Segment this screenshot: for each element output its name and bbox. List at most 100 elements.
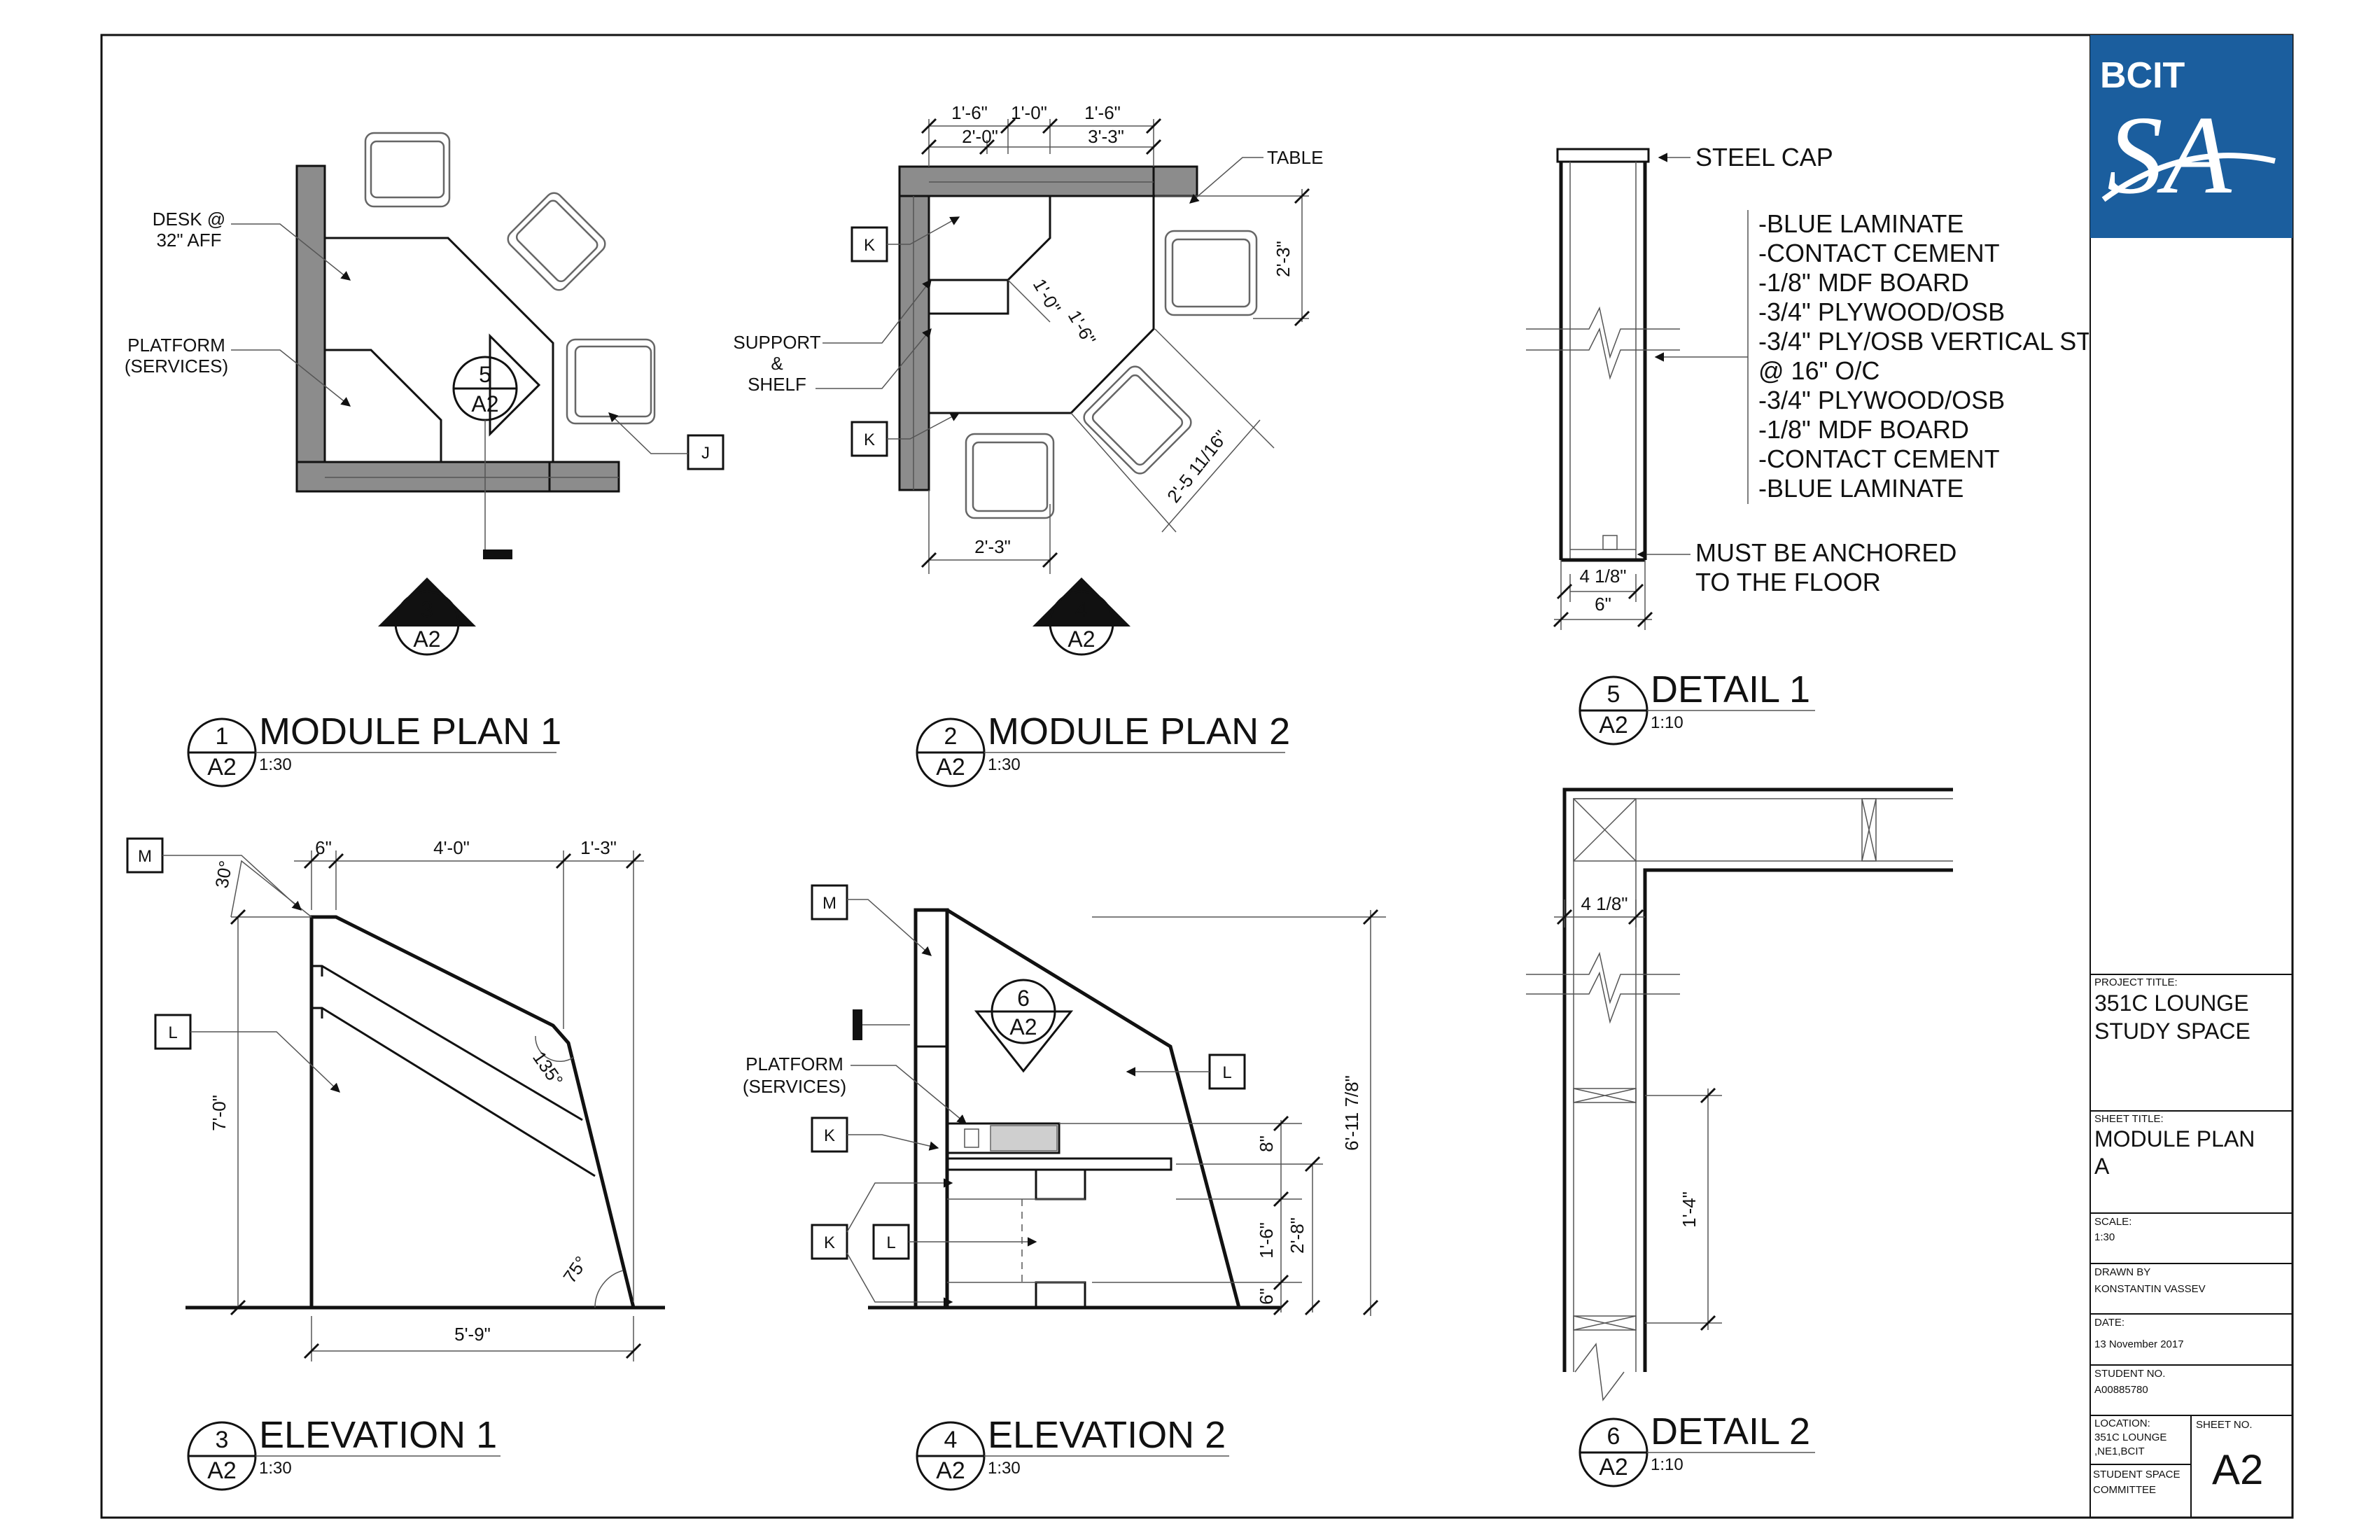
project-title-line1: 351C LOUNGE — [2094, 990, 2249, 1016]
committee-line2: COMMITTEE — [2093, 1484, 2156, 1496]
table-label: TABLE — [1267, 147, 1323, 168]
tag-k-text: K — [824, 1126, 835, 1145]
view-1-number: 1 — [216, 723, 229, 750]
dimension-ticks — [230, 118, 1716, 1359]
tag-m-text: M — [138, 847, 152, 866]
view-2-scale: 1:30 — [988, 755, 1021, 774]
view-5-number: 5 — [1607, 681, 1620, 708]
view-title-2: 2 A2 MODULE PLAN 2 1:30 — [916, 710, 1290, 788]
view-1-scale: 1:30 — [259, 755, 292, 774]
chair — [1091, 374, 1184, 466]
view-6-sheet: A2 — [1599, 1454, 1628, 1480]
corner-inner — [1643, 868, 1953, 1372]
dim-2-3-bottom: 2'-3" — [974, 536, 1011, 557]
dim-1-4: 1'-4" — [1679, 1191, 1700, 1228]
view-5-title: DETAIL 1 — [1651, 668, 1810, 710]
elevation-4-sheet: A2 — [1068, 626, 1095, 652]
view-6-scale: 1:10 — [1651, 1455, 1684, 1474]
view-4-scale: 1:30 — [988, 1459, 1021, 1478]
support-label-line2: & — [771, 353, 783, 374]
location-line1: 351C LOUNGE — [2094, 1432, 2166, 1443]
dim-5-9: 5'-9" — [454, 1324, 491, 1345]
tag-l-text: L — [1222, 1063, 1231, 1082]
support-label-line3: SHELF — [748, 374, 806, 395]
elevation-3-sheet: A2 — [413, 626, 440, 652]
dim-2-3-right: 2'-3" — [1273, 241, 1294, 277]
scale-label: SCALE: — [2094, 1216, 2132, 1228]
desk-label-line2: 32" AFF — [156, 230, 221, 251]
section-6-sheet: A2 — [1009, 1014, 1037, 1040]
chair — [574, 345, 652, 418]
dim-7-0: 7'-0" — [209, 1095, 230, 1131]
student-no-label: STUDENT NO. — [2094, 1368, 2165, 1380]
wall-horizontal — [898, 165, 1198, 197]
location-line2: ,NE1,BCIT — [2094, 1446, 2145, 1457]
sheet-no-value: A2 — [2212, 1446, 2263, 1493]
elevation-3-triangle — [378, 578, 476, 626]
dim-8: 8" — [1256, 1135, 1277, 1152]
sheet-border — [100, 34, 2294, 1519]
committee-line1: STUDENT SPACE — [2093, 1469, 2180, 1480]
layer-10: -BLUE LAMINATE — [1758, 474, 1963, 503]
tag-l-lower-text: L — [886, 1233, 895, 1252]
view-3-title: ELEVATION 1 — [259, 1414, 497, 1456]
module-plan-1: DESK @ 32" AFF PLATFORM (SERVICES) J 5 A… — [125, 132, 724, 656]
tag-k-lower-text: K — [824, 1233, 835, 1252]
view-6-number: 6 — [1607, 1423, 1620, 1450]
view-title-1: 1 A2 MODULE PLAN 1 1:30 — [187, 710, 561, 788]
steel-cap — [1556, 148, 1650, 163]
platform-outline — [325, 349, 442, 462]
dim-2-8: 2'-8" — [1287, 1217, 1308, 1254]
dim-6: 6" — [1595, 594, 1611, 615]
dim-1-0: 1'-0" — [1011, 102, 1047, 123]
section-5-sheet: A2 — [471, 391, 498, 416]
section-5-triangle — [489, 333, 541, 437]
tag-m — [811, 884, 848, 920]
tag-j-text: J — [701, 444, 710, 463]
module-panel — [913, 908, 949, 1310]
tag-l-text: L — [168, 1023, 177, 1042]
dim-4-1-8: 4 1/8" — [1579, 566, 1626, 587]
view-4-sheet: A2 — [936, 1457, 965, 1484]
view-5-sheet: A2 — [1599, 712, 1628, 738]
view-3-sheet: A2 — [207, 1457, 237, 1484]
break-line — [1526, 306, 1680, 359]
chair — [515, 200, 598, 283]
dim-1-6-right: 1'-6" — [1084, 102, 1121, 123]
table-outline — [929, 196, 1155, 414]
dim-6-bottom: 6" — [1256, 1288, 1277, 1305]
view-2-sheet: A2 — [936, 754, 965, 780]
view-3-scale: 1:30 — [259, 1459, 292, 1478]
support-label-line1: SUPPORT — [733, 332, 820, 353]
dim-diag-1-0: 1'-0" — [1029, 275, 1065, 317]
layer-8: -1/8" MDF BOARD — [1758, 415, 1969, 444]
logo-swash — [2101, 153, 2276, 202]
location-label: LOCATION: — [2094, 1418, 2150, 1429]
detail-1: STEEL CAP -BLUE LAMINATE -CONTACT CEMENT… — [1526, 143, 2145, 630]
section-6-number: 6 — [1017, 986, 1030, 1011]
date-label: DATE: — [2094, 1317, 2124, 1329]
section-5-number: 5 — [479, 362, 491, 387]
view-3-number: 3 — [216, 1427, 229, 1453]
dim-4-1-8: 4 1/8" — [1581, 893, 1628, 914]
chair — [1171, 238, 1251, 308]
break-line — [1526, 951, 1680, 1004]
angle-135: 135° — [528, 1047, 567, 1090]
layer-5: -3/4" PLY/OSB VERTICAL STUDS — [1758, 327, 2145, 356]
desk-label-line1: DESK @ — [153, 209, 225, 230]
dim-6-11-7-8: 6'-11 7/8" — [1341, 1075, 1362, 1151]
student-no-value: A00885780 — [2094, 1384, 2148, 1396]
elevation-2: 6 A2 M L K K L PLATFORM (SERVICES) 6'-11… — [743, 884, 1386, 1316]
layer-7: -3/4" PLYWOOD/OSB — [1758, 386, 2005, 414]
wall-vertical — [898, 165, 930, 491]
corner-outer — [1562, 788, 1953, 1372]
anchor-label-line1: MUST BE ANCHORED — [1695, 538, 1956, 567]
platform-label-line1: PLATFORM — [127, 335, 225, 356]
view-4-number: 4 — [944, 1427, 958, 1453]
steel-cap-label: STEEL CAP — [1695, 143, 1833, 172]
drawn-by-value: KONSTANTIN VASSEV — [2094, 1283, 2206, 1295]
elevation-1: 7'-0" 5'-9" 6" 4'-0" 1'-3" 30° 135° 75° … — [126, 837, 665, 1362]
view-title-4: 4 A2 ELEVATION 2 1:30 — [916, 1414, 1229, 1491]
dim-1-6: 1'-6" — [1256, 1222, 1277, 1259]
